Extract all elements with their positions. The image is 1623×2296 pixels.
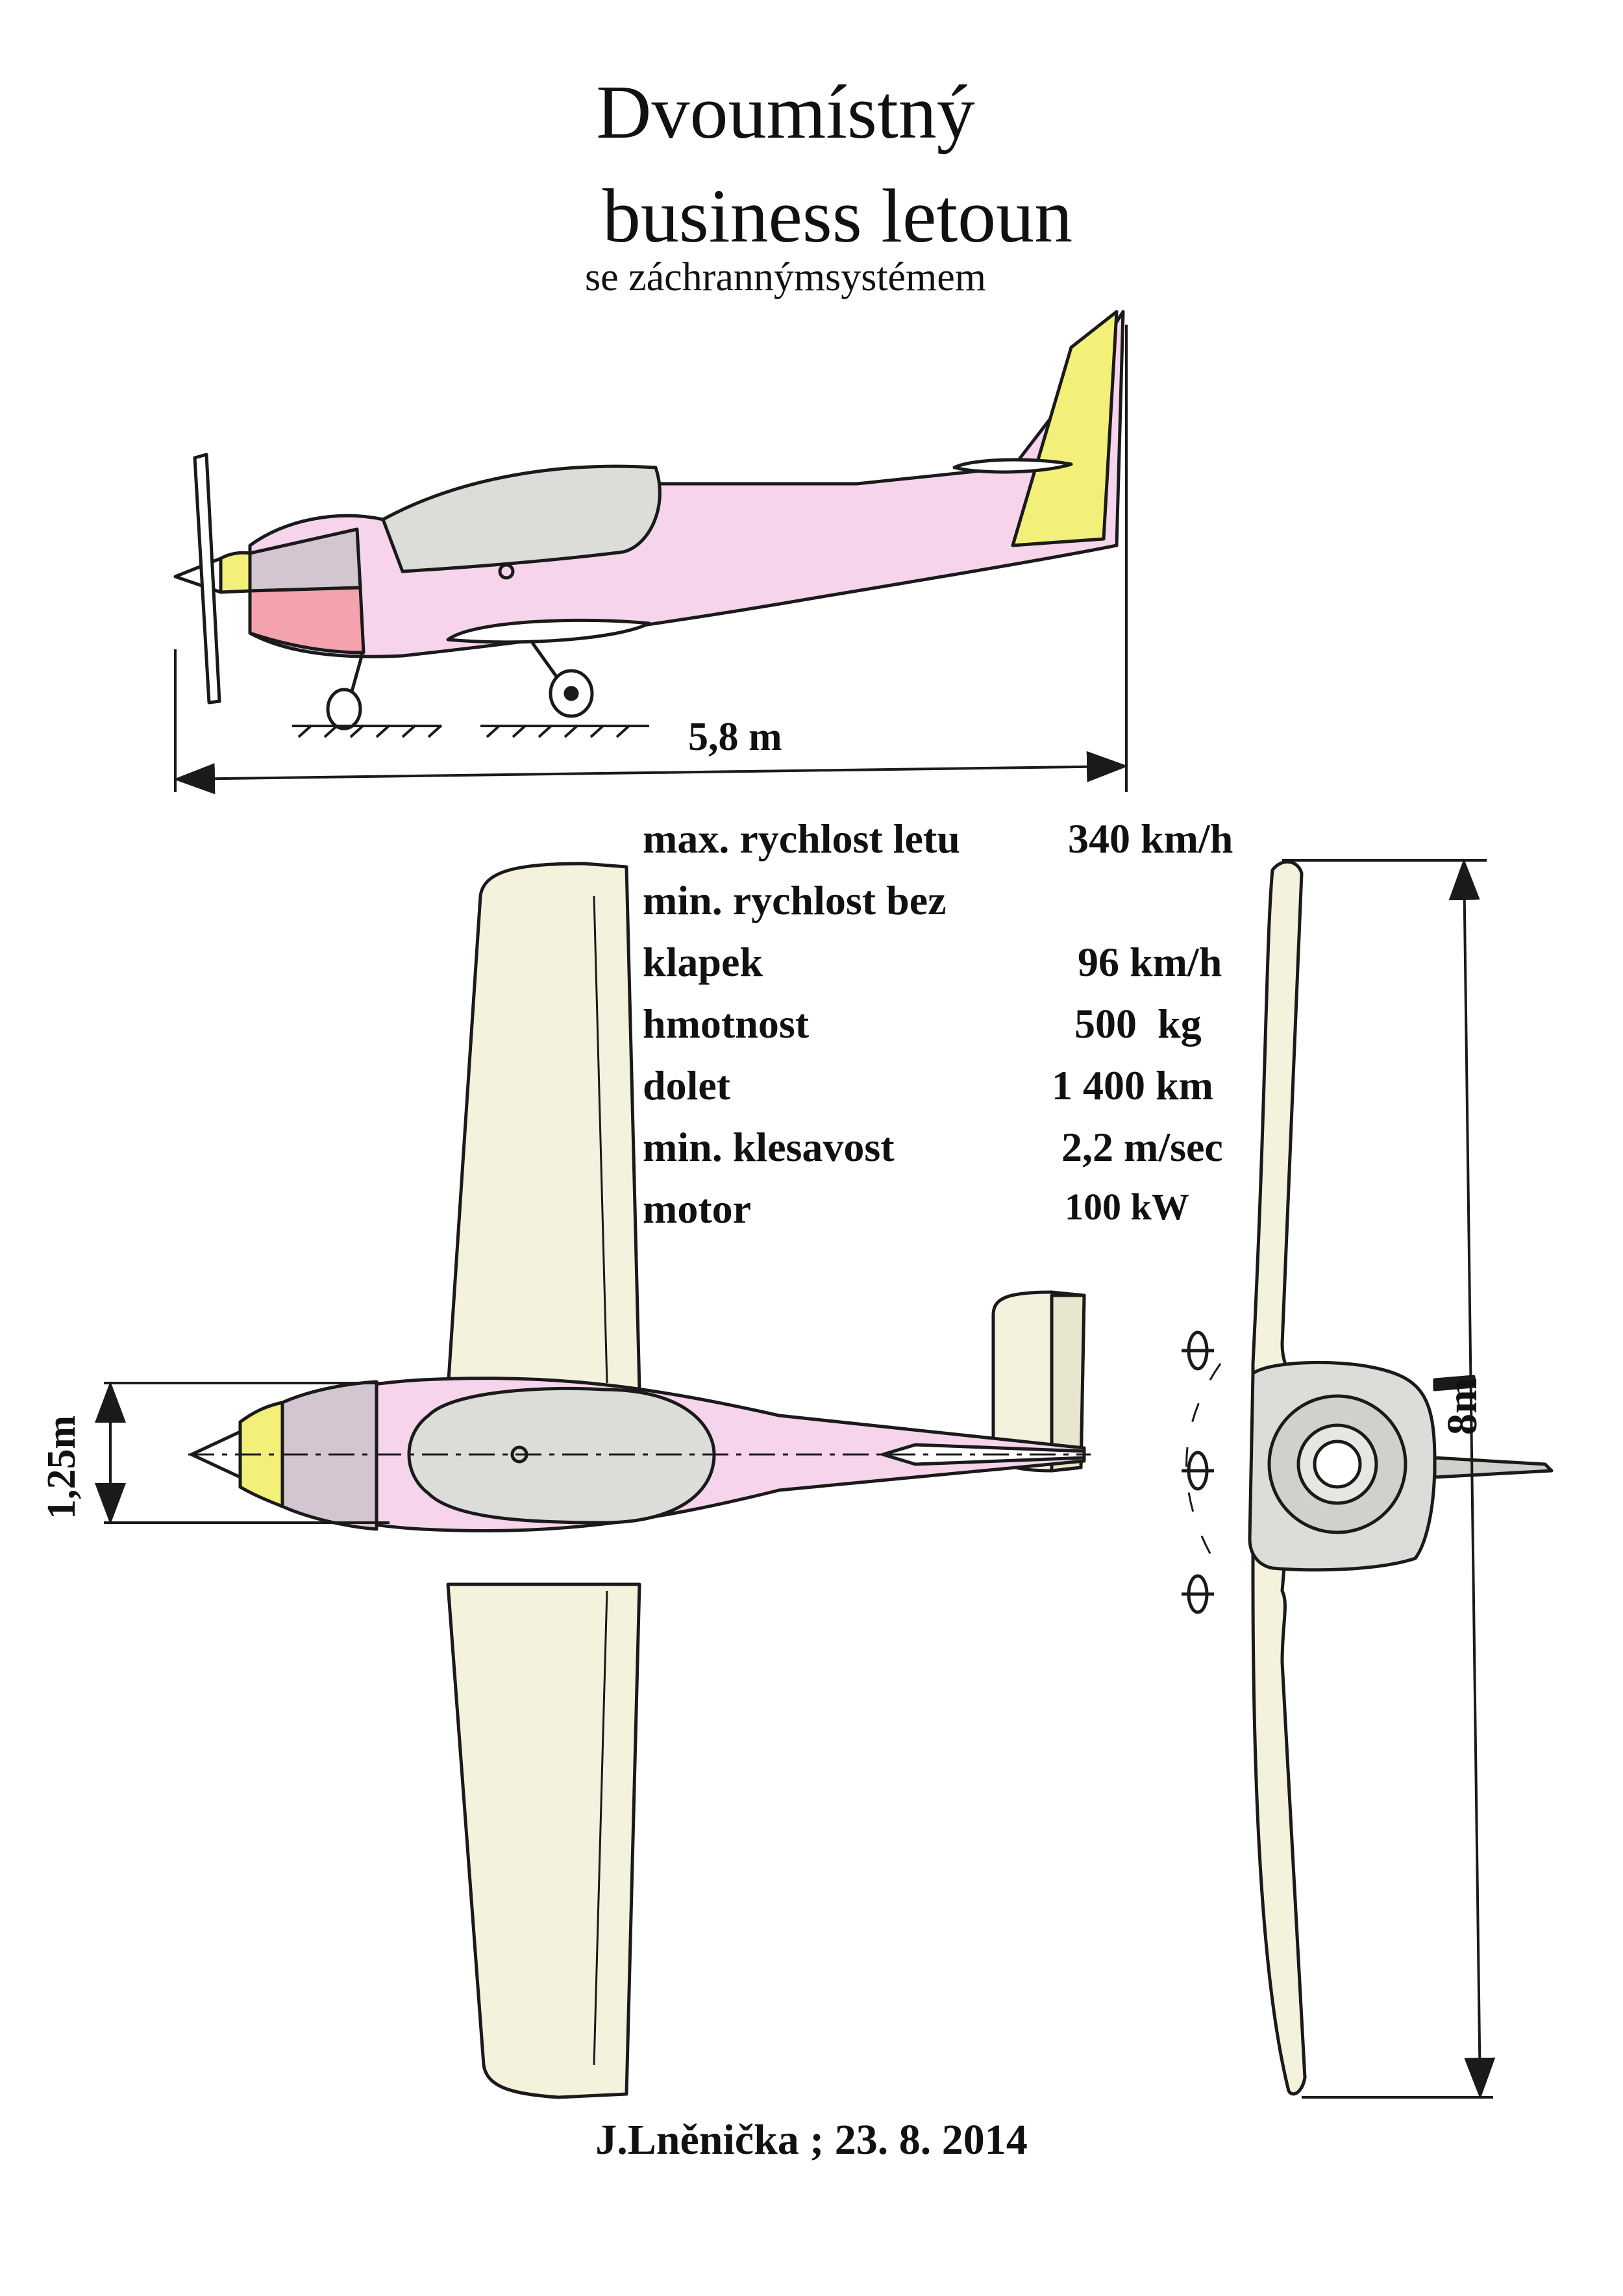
- spec-label-range: dolet: [643, 1062, 731, 1108]
- fuselage-width-label: 1,25m: [40, 1415, 84, 1519]
- top-view: [188, 862, 1091, 2099]
- spec-value-weight: 500 kg: [1074, 1001, 1202, 1047]
- side-lower-cowl: [248, 586, 365, 655]
- side-tailplane: [952, 458, 1073, 474]
- top-wing-upper: [446, 862, 641, 1391]
- title-line-1: Dvoumístný: [596, 69, 975, 155]
- title-line-2: business letoun: [602, 173, 1073, 258]
- side-rudder: [1011, 310, 1119, 547]
- wingspan-label: 8m: [1439, 1378, 1486, 1435]
- spec-label-sink-rate: min. klesavost: [643, 1124, 895, 1170]
- side-canopy: [381, 464, 662, 573]
- side-fuselage: [248, 310, 1125, 658]
- top-elevator: [1050, 1293, 1086, 1473]
- side-cowling: [219, 551, 252, 594]
- front-propeller: [1433, 1456, 1554, 1479]
- front-wheels: [1182, 1330, 1214, 1614]
- spec-value-range: 1 400 km: [1052, 1062, 1213, 1108]
- spec-value-sink-rate: 2,2 m/sec: [1061, 1124, 1223, 1170]
- spec-label-max-speed: max. rychlost letu: [643, 816, 960, 862]
- width-dimension: [95, 1381, 390, 1525]
- front-view: [1182, 860, 1554, 2096]
- spec-label-weight: hmotnost: [643, 1001, 810, 1047]
- side-wing-fairing: [446, 618, 651, 644]
- length-label: 5,8 m: [688, 715, 782, 759]
- spec-label-min-speed: min. rychlost bez: [643, 877, 947, 923]
- ground-line: [292, 724, 649, 738]
- side-propeller: [193, 453, 221, 705]
- author-date: J.Lněnička ; 23. 8. 2014: [595, 2116, 1028, 2164]
- side-view: [173, 310, 1125, 730]
- span-dimension: [1282, 858, 1496, 2099]
- top-canopy: [407, 1386, 716, 1525]
- spec-label-engine: motor: [643, 1186, 752, 1232]
- top-cowling: [238, 1401, 284, 1508]
- title-line-3: se záchrannýmsystémem: [584, 255, 987, 299]
- spec-value-flaps: 96 km/h: [1078, 939, 1222, 985]
- length-dimension: [173, 325, 1128, 795]
- side-nose-wheel: [326, 688, 362, 730]
- spec-label-flaps: klapek: [643, 939, 763, 985]
- top-wing-lower: [446, 1582, 641, 2099]
- spec-value-max-speed: 340 km/h: [1068, 816, 1233, 862]
- spec-value-engine: 100 kW: [1065, 1186, 1189, 1228]
